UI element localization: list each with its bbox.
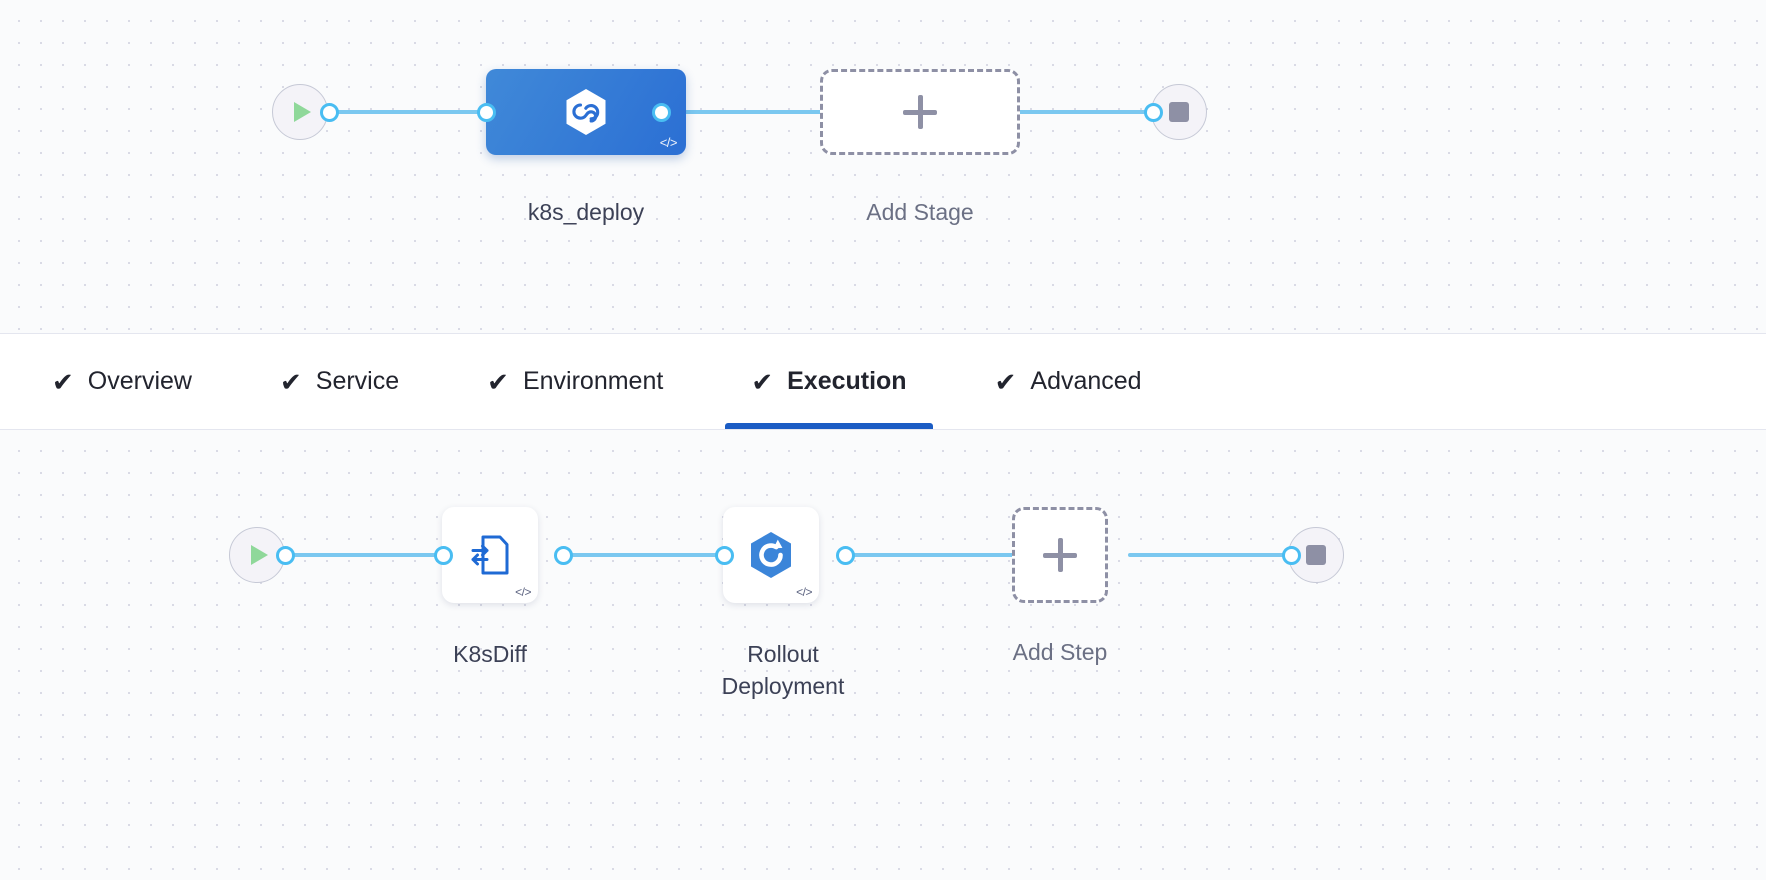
stage-code-badge[interactable]: </> (659, 135, 678, 150)
tab-spacer (689, 381, 725, 382)
harness-cd-hexagon-icon (566, 89, 606, 135)
step-connector-dot-rollout-left[interactable] (715, 546, 734, 565)
tab-overview[interactable]: ✔ Overview (26, 334, 218, 429)
step-label-rollout-deployment: Rollout Deployment (721, 641, 845, 699)
stage-connector-dot-k8s-right[interactable] (652, 103, 671, 122)
check-icon: ✔ (994, 366, 1017, 397)
step-code-badge-k8sdiff[interactable]: </> (515, 585, 531, 599)
check-icon: ✔ (487, 366, 509, 397)
tab-execution-label: Execution (787, 367, 907, 395)
k8s-diff-file-icon (471, 535, 509, 575)
play-icon (251, 545, 268, 565)
stage-label-k8s-deploy: k8s_deploy (527, 199, 645, 225)
tab-advanced[interactable]: ✔ Advanced (969, 334, 1168, 429)
step-connector-dot-k8sdiff-left[interactable] (434, 546, 453, 565)
tab-environment[interactable]: ✔ Environment (461, 334, 689, 429)
tab-environment-label: Environment (522, 367, 664, 395)
step-wire-start-to-k8sdiff (286, 553, 446, 557)
add-stage-label: Add Stage (866, 199, 974, 225)
tab-spacer (218, 381, 254, 382)
step-wire-add-to-end (1128, 553, 1293, 557)
pipeline-start-node[interactable] (272, 84, 328, 140)
stop-icon (1306, 545, 1326, 565)
stage-connector-dot-end[interactable] (1144, 103, 1163, 122)
stage-wire-k8s-to-add (662, 110, 827, 114)
stage-graph-canvas[interactable]: </> k8s_deploy Add Stage (0, 0, 1766, 333)
tab-overview-label: Overview (87, 367, 192, 395)
step-connector-dot-start[interactable] (276, 546, 295, 565)
step-connector-dot-k8sdiff-right[interactable] (554, 546, 573, 565)
add-step-label: Add Step (1012, 639, 1108, 665)
check-icon: ✔ (279, 366, 302, 397)
step-connector-dot-rollout-right[interactable] (836, 546, 855, 565)
execution-start-node[interactable] (229, 527, 285, 583)
tab-spacer (425, 381, 461, 382)
step-code-badge-rollout[interactable]: </> (796, 585, 812, 599)
step-wire-rollout-to-add (845, 553, 1015, 557)
step-node-k8sdiff[interactable]: </> (442, 507, 538, 603)
tab-service-label: Service (315, 367, 400, 395)
pipeline-end-node[interactable] (1151, 84, 1207, 140)
stage-wire-start-to-k8s (330, 110, 495, 114)
stage-connector-dot-start[interactable] (320, 103, 339, 122)
step-label-k8sdiff: K8sDiff (453, 641, 527, 667)
plus-icon (903, 95, 937, 129)
tab-advanced-label: Advanced (1030, 367, 1142, 395)
execution-graph-canvas[interactable]: </> K8sDiff </> Rollout Deployment Add S… (0, 430, 1766, 880)
stage-config-tabbar[interactable]: ✔ Overview ✔ Service ✔ Environment ✔ Exe… (0, 333, 1766, 430)
stop-icon (1169, 102, 1189, 122)
tab-spacer (933, 381, 969, 382)
check-icon: ✔ (52, 366, 74, 397)
tab-execution[interactable]: ✔ Execution (725, 334, 933, 429)
step-node-rollout-deployment[interactable]: </> (723, 507, 819, 603)
check-icon: ✔ (751, 366, 774, 397)
stage-wire-add-to-end (985, 110, 1160, 114)
add-step-button[interactable] (1012, 507, 1108, 603)
play-icon (294, 102, 311, 122)
rollout-deployment-hexagon-icon (751, 532, 791, 578)
tab-service[interactable]: ✔ Service (254, 334, 425, 429)
stage-connector-dot-k8s-left[interactable] (477, 103, 496, 122)
plus-icon (1043, 538, 1077, 572)
step-connector-dot-end[interactable] (1282, 546, 1301, 565)
add-stage-button[interactable] (820, 69, 1020, 155)
step-wire-k8sdiff-to-rollout (564, 553, 724, 557)
